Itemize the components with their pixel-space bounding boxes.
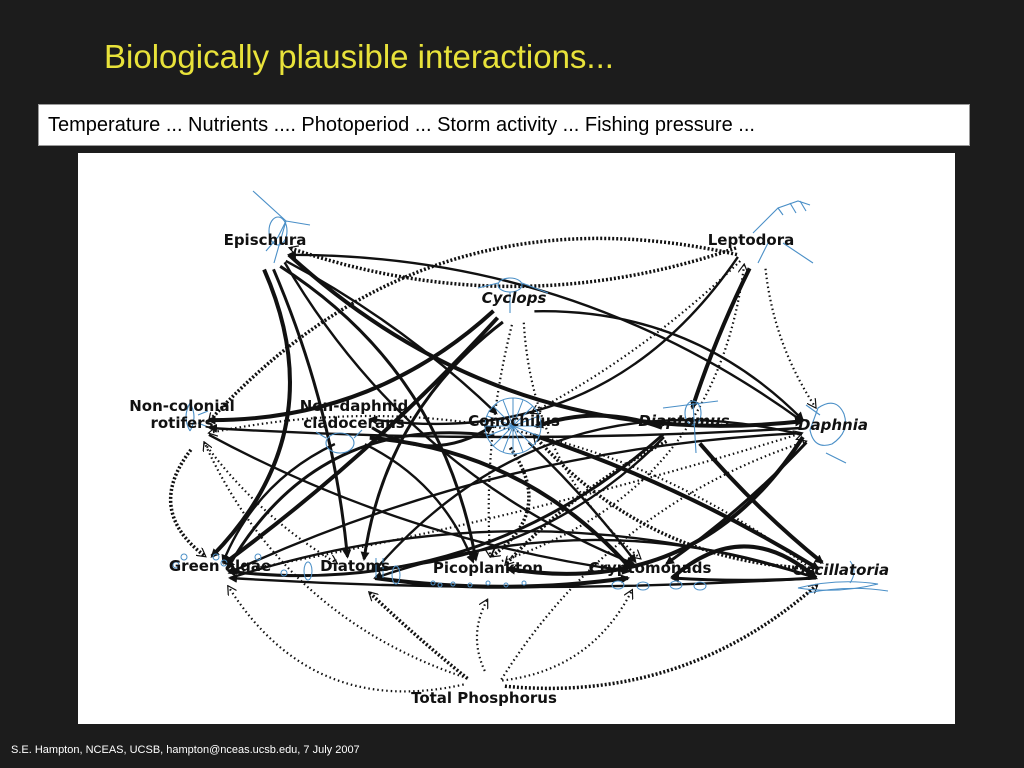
daphnia-illustration xyxy=(805,402,847,464)
node-greenalgae: Green algae xyxy=(169,557,271,575)
diatoms-illustration xyxy=(303,558,401,585)
edge-greenalgae-to-oscillatoria xyxy=(229,530,818,581)
edge-epischura-to-daphnia xyxy=(287,253,805,428)
diaptomus-illustration xyxy=(662,400,719,454)
edge-conochilus-to-oscillatoria xyxy=(533,433,820,571)
edge-daphnia-to-cryptomonads xyxy=(664,441,808,565)
edge-daphnia-to-noncolonial xyxy=(208,423,802,439)
edge-epischura-to-cryptomonads xyxy=(283,261,636,566)
edge-epischura-to-picoplankton xyxy=(279,265,480,562)
edge-picoplankton-to-leptodora xyxy=(501,265,744,563)
node-cyclops: Cyclops xyxy=(482,289,547,307)
edge-cyclops-to-greenalgae xyxy=(222,316,500,565)
interaction-diagram-canvas: Epischura LeptodoraCyclopsNon-colonialrot… xyxy=(129,190,889,707)
edge-totalphos-to-oscillatoria xyxy=(504,585,817,691)
cladoceran-illustration xyxy=(315,429,363,454)
edge-diatoms-to-cryptomonads xyxy=(374,574,630,589)
edge-nondaphnid-to-picoplankton xyxy=(364,443,475,564)
slide-title: Biologically plausible interactions... xyxy=(104,38,614,75)
edge-totalphos-to-noncolonial xyxy=(204,443,468,680)
edge-conochilus-to-greenalgae xyxy=(226,431,495,570)
oscillatoria-illustration xyxy=(797,560,889,594)
environmental-factors-box: Temperature ... Nutrients .... Photoperi… xyxy=(38,104,970,146)
cryptomonads-illustration xyxy=(611,580,707,591)
edge-cyclops-to-picoplankton xyxy=(489,324,513,556)
green-algae-illustration xyxy=(172,553,288,577)
conochilus-illustration xyxy=(484,397,542,455)
node-leptodora: Leptodora xyxy=(708,231,795,249)
edge-leptodora-to-epischura xyxy=(290,248,737,289)
leptodora-illustration xyxy=(752,200,814,264)
edge-epischura-to-diatoms xyxy=(272,268,352,559)
epischura-illustration xyxy=(252,190,311,264)
edge-diaptomus-to-greenalgae xyxy=(227,433,664,578)
edge-diaptomus-to-conochilus xyxy=(534,413,663,430)
node-diaptomus: Diaptomus xyxy=(638,412,729,430)
node-cryptomonads: Cryptomonads xyxy=(589,559,712,577)
edge-totalphos-to-picoplankton xyxy=(475,600,487,672)
edge-cryptomonads-to-oscillatoria xyxy=(670,544,818,580)
edge-noncolonial-to-greenalgae xyxy=(168,448,205,558)
node-oscillatoria: Oscillatoria xyxy=(793,561,889,579)
edge-totalphos-to-cryptomonads xyxy=(501,591,632,682)
edge-daphnia-to-epischura xyxy=(286,250,803,423)
edge-noncolonial-to-diatoms xyxy=(203,442,336,563)
node-conochilus: Conochilus xyxy=(468,412,560,430)
edge-conochilus-to-cryptomonads xyxy=(527,441,637,564)
node-epischura: Epischura xyxy=(224,231,307,249)
node-daphnia: Daphnia xyxy=(798,416,868,434)
edge-oscillatoria-to-conochilus xyxy=(534,435,819,571)
edge-daphnia-to-diatoms xyxy=(372,418,803,573)
node-picoplankton: Picoplankton xyxy=(433,559,543,577)
edge-leptodora-to-daphnia xyxy=(764,268,816,408)
picoplankton-illustration xyxy=(430,580,527,588)
node-diatoms: Diatoms xyxy=(320,557,390,575)
edge-oscillatoria-to-noncolonial xyxy=(209,414,818,574)
cyclops-illustration xyxy=(477,277,549,313)
edge-epischura-to-greenalgae xyxy=(210,268,292,558)
node-totalphos: Total Phosphorus xyxy=(411,689,557,707)
edge-leptodora-to-nondaphnid xyxy=(368,256,739,426)
edge-noncolonial-to-cryptomonads xyxy=(208,433,632,575)
edges-layer xyxy=(168,236,824,693)
edge-leptodora-to-noncolonial xyxy=(209,236,738,421)
edge-leptodora-to-conochilus xyxy=(532,260,741,413)
edge-leptodora-to-diaptomus xyxy=(690,267,752,410)
edge-cyclops-to-noncolonial xyxy=(206,309,495,425)
edge-totalphos-to-daphnia xyxy=(500,442,805,681)
edge-totalphos-to-greenalgae xyxy=(228,587,464,693)
edge-nondaphnid-to-greenalgae xyxy=(221,442,336,564)
edge-cyclops-to-diatoms xyxy=(360,320,504,561)
edge-conochilus-to-picoplankton xyxy=(492,446,531,558)
edge-cyclops-to-daphnia xyxy=(534,310,805,422)
footer-credit: S.E. Hampton, NCEAS, UCSB, hampton@nceas… xyxy=(11,744,360,756)
rotifer-illustration xyxy=(185,401,209,432)
edge-diaptomus-to-oscillatoria xyxy=(698,442,824,565)
organism-illustrations xyxy=(172,190,889,594)
edge-totalphos-to-diatoms xyxy=(370,593,469,680)
